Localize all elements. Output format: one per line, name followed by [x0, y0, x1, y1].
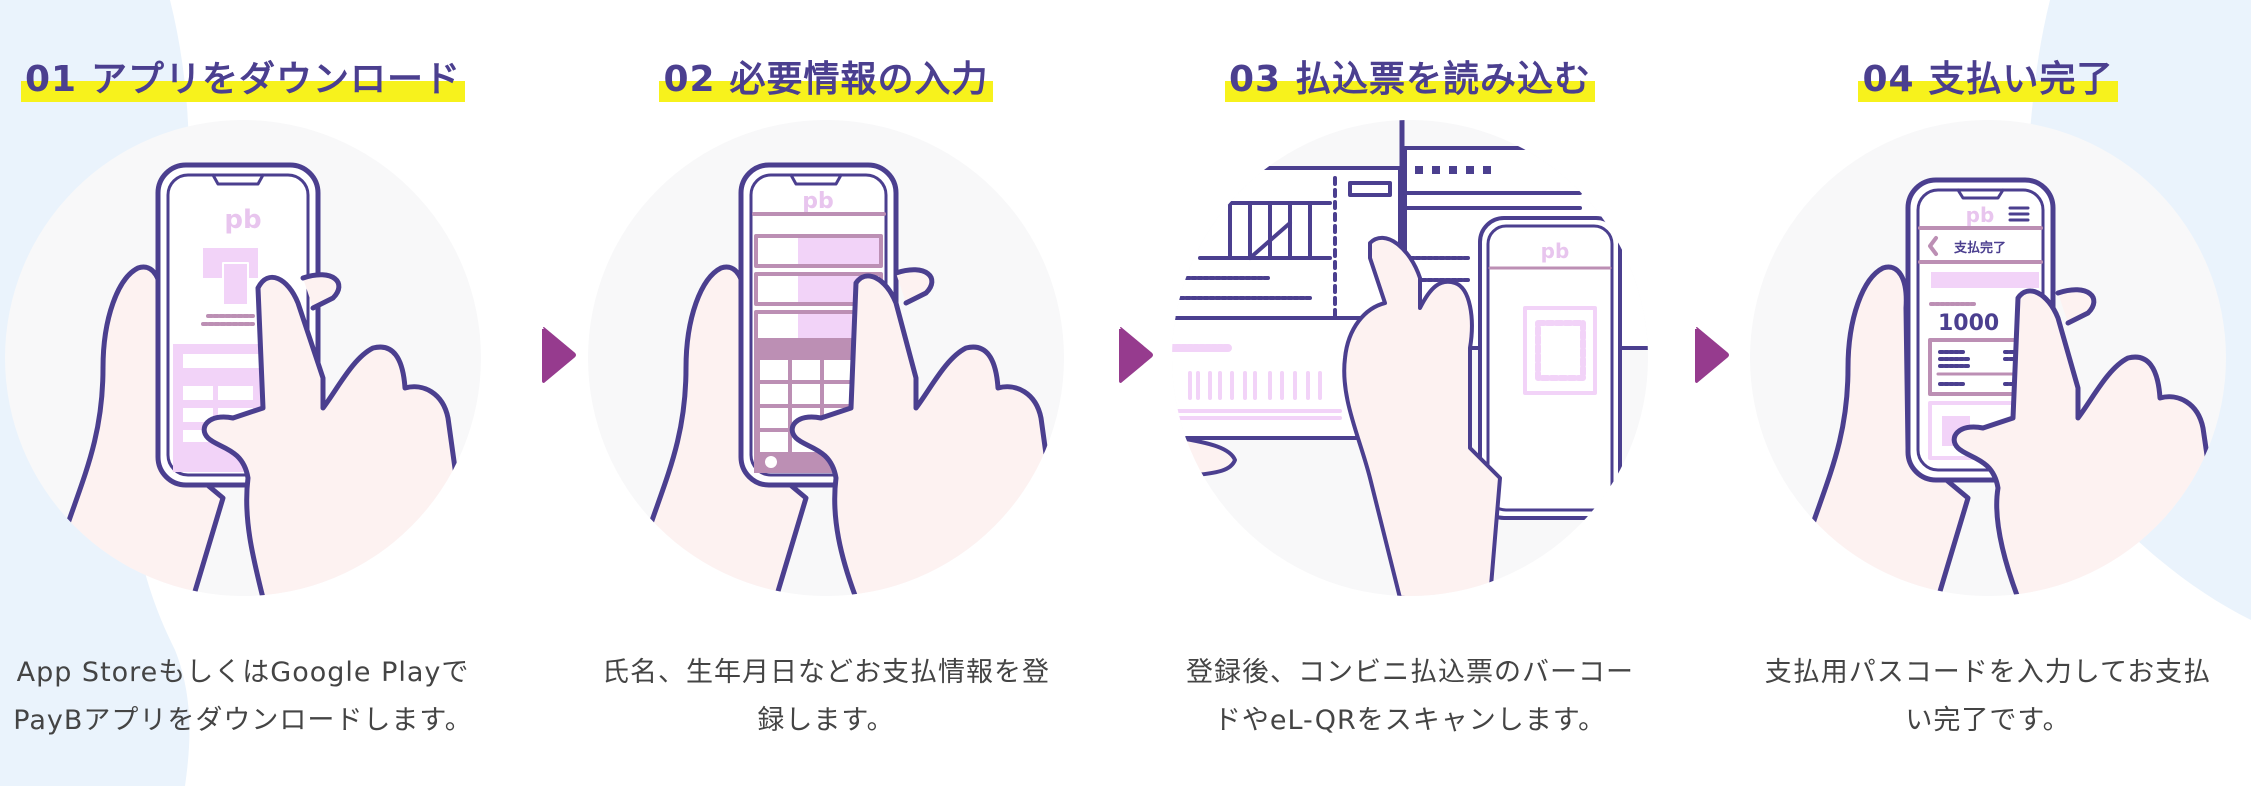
- phone-payment-complete-illustration: pb 支払完了 1000: [1748, 118, 2228, 598]
- svg-text:pb: pb: [1541, 239, 1570, 263]
- step-3: 03 払込票を読み込む: [1150, 0, 1670, 786]
- step-title: 04 支払い完了: [1858, 57, 2118, 102]
- screen-header-text: 支払完了: [1953, 240, 2006, 256]
- step-number: 03: [1228, 58, 1282, 100]
- step-description: App StoreもしくはGoogle PlayでPayBアプリをダウンロードし…: [13, 657, 473, 736]
- step-title-text: 払込票を読み込む: [1295, 58, 1592, 100]
- step-title-text: アプリをダウンロード: [91, 58, 462, 100]
- step-number: 01: [24, 58, 78, 100]
- step-title: 01 アプリをダウンロード: [20, 57, 466, 102]
- step-title-text: 必要情報の入力: [729, 58, 989, 100]
- step-4: 04 支払い完了 pb 支払完了 1000: [1728, 0, 2248, 786]
- step-description: 登録後、コンビニ払込票のバーコードやeL-QRをスキャンします。: [1186, 657, 1634, 736]
- svg-text:pb: pb: [802, 189, 834, 214]
- svg-text:pb: pb: [1966, 203, 1995, 227]
- step-description: 氏名、生年月日などお支払情報を登録します。: [602, 657, 1050, 736]
- arrow-right-icon: [540, 325, 580, 385]
- step-number: 04: [1862, 58, 1915, 100]
- phone-form-input-illustration: pb: [586, 118, 1066, 598]
- svg-text:pb: pb: [224, 205, 261, 235]
- step-title: 03 払込票を読み込む: [1224, 57, 1596, 102]
- step-title-text: 支払い完了: [1928, 58, 2114, 100]
- phone-download-illustration: pb: [3, 118, 483, 598]
- arrow-right-icon: [1693, 325, 1733, 385]
- step-title: 02 必要情報の入力: [659, 57, 993, 102]
- arrow-right-icon: [1117, 325, 1157, 385]
- step-1: 01 アプリをダウンロード pb: [0, 0, 503, 786]
- screen-amount: 1000: [1938, 311, 1999, 336]
- scan-payment-slip-illustration: pb: [1170, 118, 1650, 598]
- step-description: 支払用パスコードを入力してお支払い完了です。: [1764, 657, 2212, 736]
- step-number: 02: [663, 58, 716, 100]
- step-2: 02 必要情報の入力 pb: [566, 0, 1086, 786]
